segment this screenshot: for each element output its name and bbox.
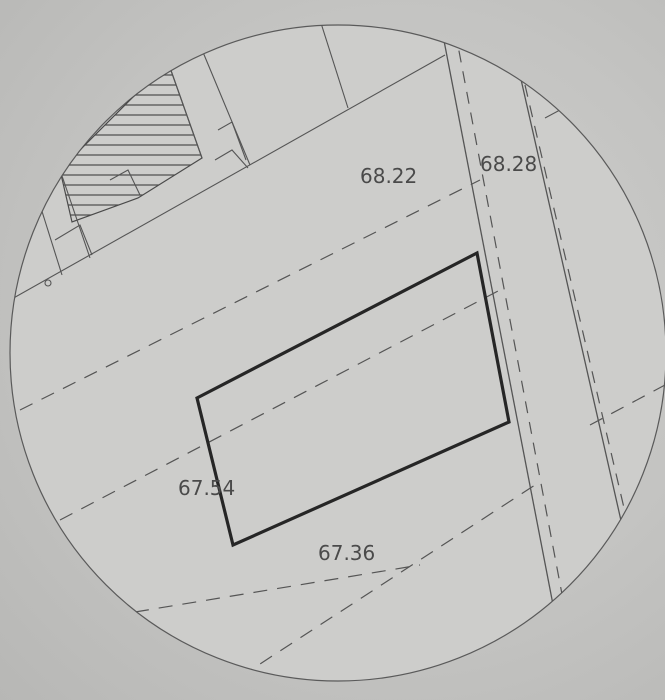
- map-viewport-circle: [9, 24, 665, 682]
- elevation-label-68-28: 68.28: [480, 152, 537, 176]
- road-edges: [439, 25, 623, 616]
- elevation-label-67-36: 67.36: [318, 541, 375, 565]
- road-centerlines: [454, 29, 629, 611]
- elevation-label-67-54: 67.54: [178, 476, 235, 500]
- elevation-label-68-22: 68.22: [360, 164, 417, 188]
- contour-lines: [19, 179, 665, 681]
- parcel-boundaries: [10, 25, 561, 301]
- map-features: 68.22 68.28 67.54 67.36: [10, 25, 665, 681]
- building-footprint-outline: [195, 250, 511, 548]
